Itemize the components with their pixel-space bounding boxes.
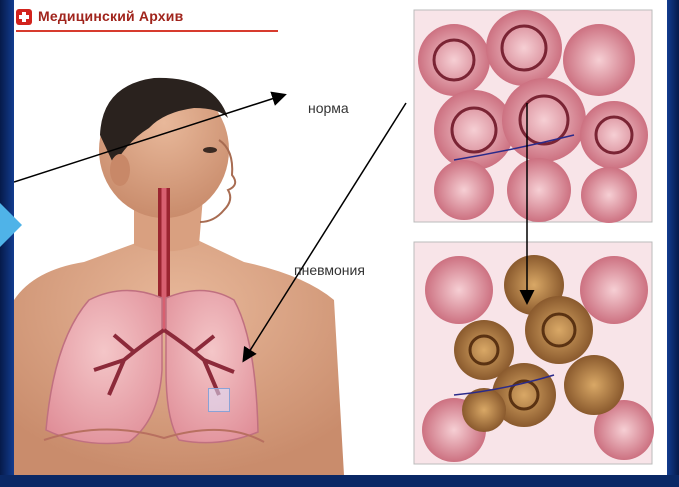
normal-alveoli-panel [414,10,652,223]
label-pneumonia: пневмония [294,262,365,278]
lung-inset-marker [208,388,230,412]
slide-frame-right [667,0,679,487]
slide-nav-marker[interactable] [0,203,22,247]
anatomy-illustration [14,0,667,475]
illustration-panel: Медицинский Архив [14,0,667,475]
slide-frame-bottom [0,475,679,487]
label-normal: норма [308,100,349,116]
pneumonia-alveoli-panel [414,242,654,464]
